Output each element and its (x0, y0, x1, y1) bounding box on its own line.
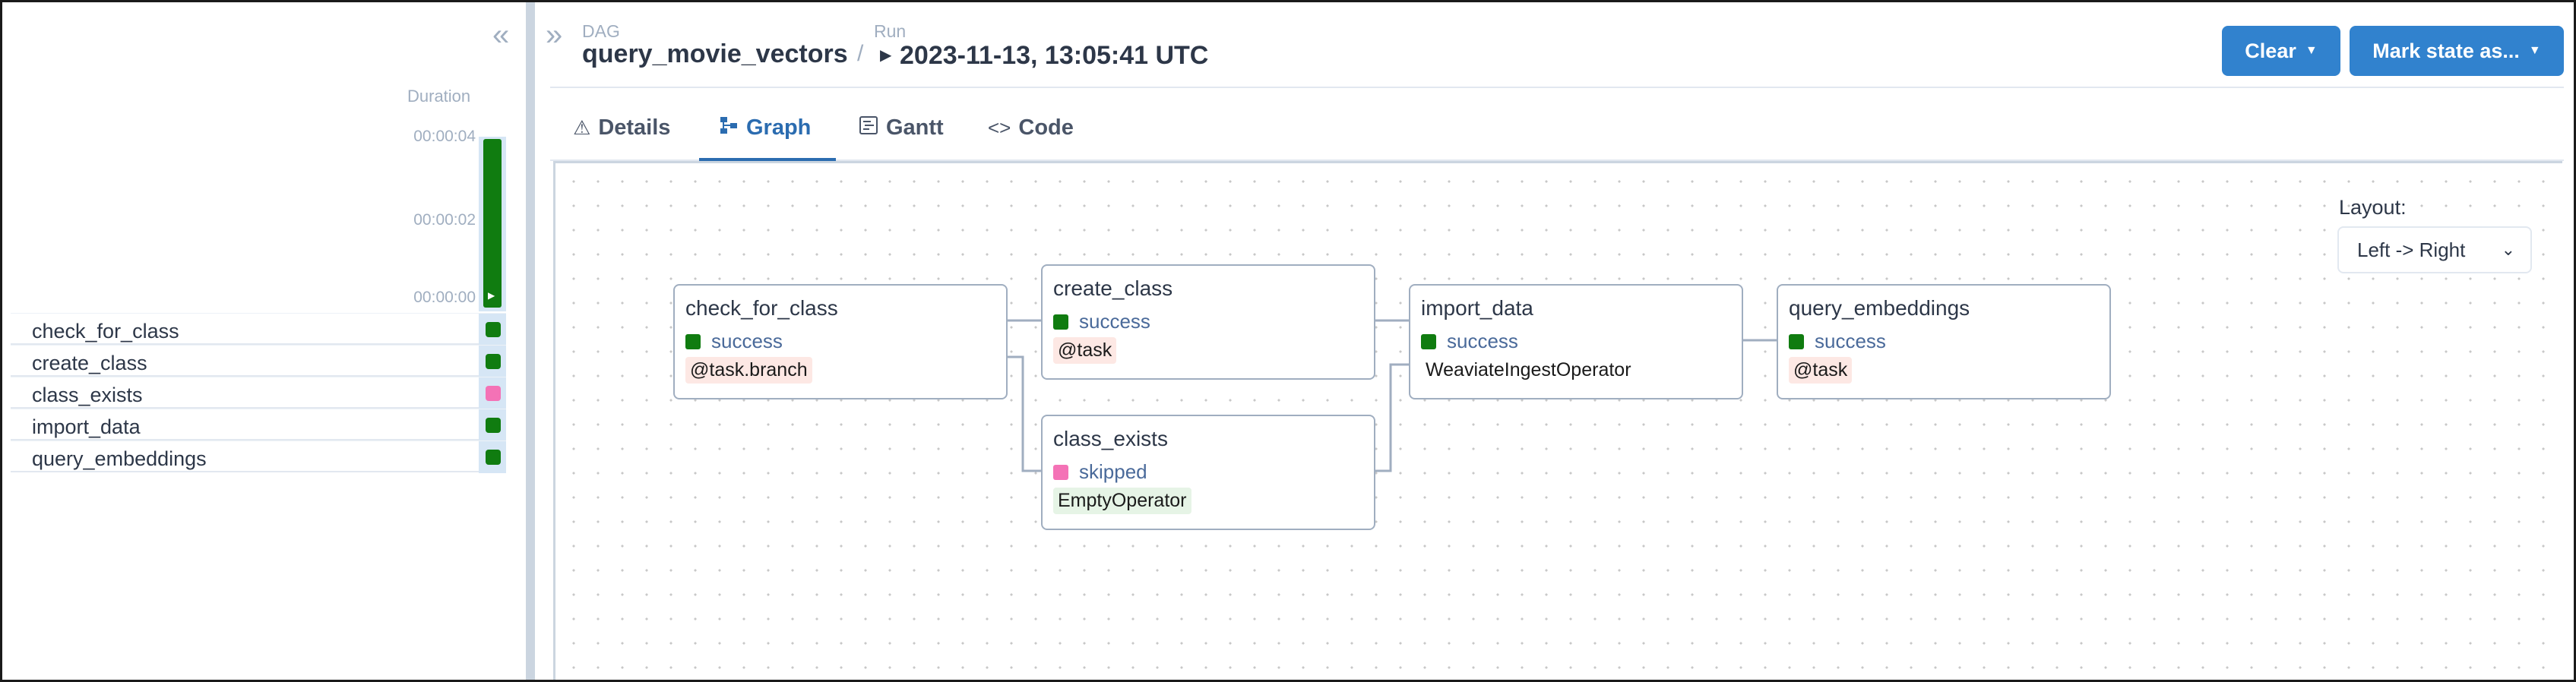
node-task-state: success (1447, 330, 1518, 352)
caret-down-icon: ▼ (2305, 44, 2318, 57)
task-list: check_for_class create_class class_exist… (11, 313, 506, 473)
layout-select[interactable]: Left -> Right ⌄ (2337, 226, 2532, 273)
clear-button-label: Clear (2245, 39, 2296, 62)
task-name[interactable]: import_data (32, 415, 141, 438)
task-row[interactable]: create_class (11, 345, 506, 377)
task-name[interactable]: class_exists (32, 384, 143, 406)
chevron-down-icon: ⌄ (2501, 240, 2515, 259)
clear-button[interactable]: Clear ▼ (2222, 26, 2340, 76)
tab-graph[interactable]: Graph (719, 115, 811, 141)
node-operator: @task.branch (685, 357, 812, 384)
task-instance-status-square[interactable] (486, 450, 501, 465)
breadcrumb-separator: / (857, 41, 864, 66)
graph-node[interactable]: import_data success WeaviateIngestOperat… (1409, 284, 1743, 399)
code-icon: <> (988, 116, 1011, 139)
duration-tick: 00:00:02 (413, 211, 476, 229)
task-instance-status-square[interactable] (486, 386, 501, 401)
tab-gantt[interactable]: Gantt (859, 115, 944, 141)
graph-node[interactable]: check_for_class success @task.branch (673, 284, 1008, 399)
task-instance-status-square[interactable] (486, 354, 501, 369)
tab-label: Gantt (886, 115, 944, 140)
graph-node[interactable]: query_embeddings success @task (1777, 284, 2111, 399)
graph-canvas[interactable] (553, 161, 2562, 680)
layout-label: Layout: (2339, 196, 2407, 219)
play-icon: ▶ (880, 47, 892, 64)
task-row[interactable]: check_for_class (11, 313, 506, 346)
panel-resize-handle[interactable] (526, 2, 535, 680)
grid-panel (2, 2, 519, 680)
node-task-state: success (1079, 310, 1150, 333)
tab-label: Graph (746, 115, 812, 140)
breadcrumb-run-value[interactable]: 2023-11-13, 13:05:41 UTC (900, 41, 1209, 70)
task-name[interactable]: check_for_class (32, 320, 179, 343)
tab-code[interactable]: <> Code (988, 115, 1074, 141)
header-divider (550, 87, 2564, 88)
node-task-name: import_data (1421, 296, 1533, 320)
mark-state-button[interactable]: Mark state as... ▼ (2350, 26, 2564, 76)
breadcrumb-dag-name[interactable]: query_movie_vectors (582, 39, 848, 68)
node-task-state: success (711, 330, 783, 352)
status-square (685, 334, 701, 349)
double-chevron-left-icon[interactable]: « (492, 18, 510, 52)
node-operator: WeaviateIngestOperator (1421, 357, 1636, 384)
caret-down-icon: ▼ (2528, 44, 2541, 57)
play-icon: ▶ (488, 290, 495, 301)
layout-select-value: Left -> Right (2357, 238, 2466, 261)
tab-details[interactable]: ⚠ Details (573, 115, 670, 141)
status-square (1053, 314, 1068, 330)
breadcrumb-run-label: Run (874, 21, 907, 41)
graph-node[interactable]: class_exists skipped EmptyOperator (1041, 415, 1375, 530)
node-task-name: class_exists (1053, 427, 1168, 450)
node-task-state: success (1815, 330, 1886, 352)
mark-state-button-label: Mark state as... (2372, 39, 2520, 62)
node-operator: EmptyOperator (1053, 488, 1191, 514)
tab-label: Details (598, 115, 671, 140)
graph-icon (719, 115, 739, 141)
tabs-divider (550, 159, 2564, 161)
warning-triangle-icon: ⚠ (573, 116, 591, 139)
task-name[interactable]: create_class (32, 352, 147, 374)
duration-tick: 00:00:04 (413, 128, 476, 145)
graph-node[interactable]: create_class success @task (1041, 264, 1375, 380)
node-operator: @task (1789, 357, 1853, 384)
active-tab-indicator (699, 158, 836, 161)
duration-tick: 00:00:00 (413, 289, 476, 306)
node-task-name: query_embeddings (1789, 296, 1970, 320)
duration-label: Duration (407, 87, 471, 106)
node-task-name: create_class (1053, 276, 1173, 300)
status-square (1789, 334, 1804, 349)
status-square (1421, 334, 1436, 349)
task-name[interactable]: query_embeddings (32, 447, 207, 470)
tab-label: Code (1018, 115, 1074, 140)
task-row[interactable]: import_data (11, 409, 506, 441)
task-row[interactable]: class_exists (11, 377, 506, 409)
node-operator: @task (1053, 337, 1117, 364)
node-task-name: check_for_class (685, 296, 838, 320)
task-instance-status-square[interactable] (486, 418, 501, 433)
status-square (1053, 465, 1068, 480)
gantt-icon (859, 115, 878, 141)
breadcrumb-dag-label: DAG (582, 21, 620, 41)
task-instance-status-square[interactable] (486, 322, 501, 337)
run-duration-bar[interactable] (483, 139, 502, 308)
task-row[interactable]: query_embeddings (11, 440, 506, 473)
double-chevron-right-icon[interactable]: » (546, 18, 563, 52)
node-task-state: skipped (1079, 460, 1147, 483)
